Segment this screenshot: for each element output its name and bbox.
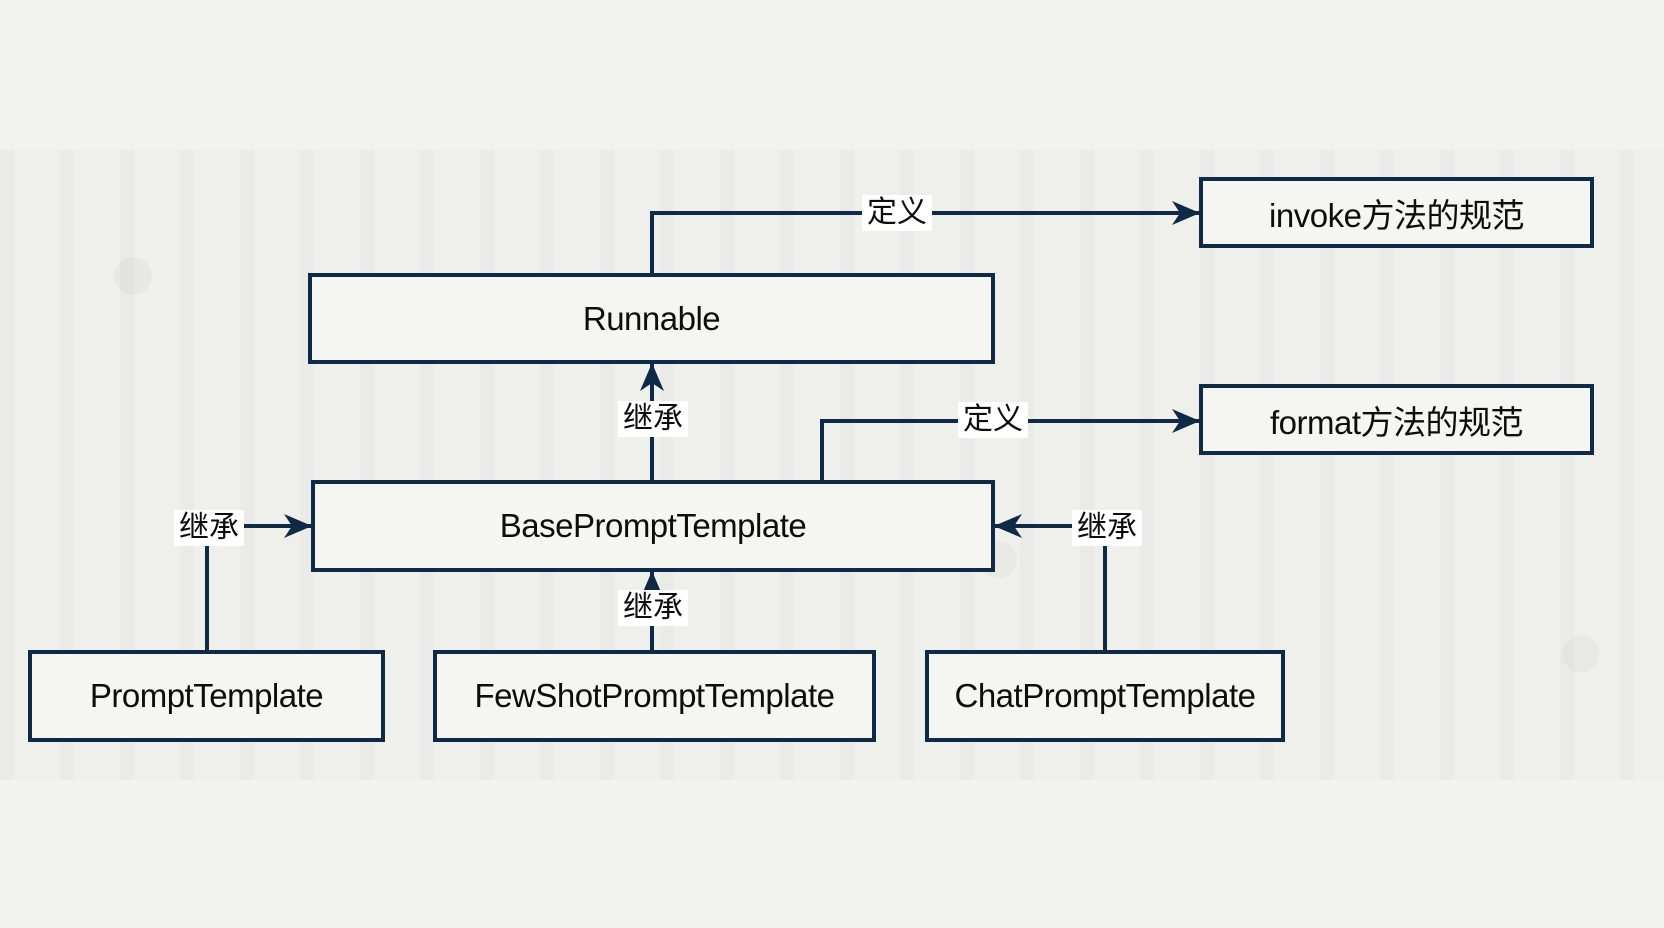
edge-label-inherit-fewshot: 继承 xyxy=(618,590,688,626)
edge-label-inherit-chat: 继承 xyxy=(1072,510,1142,546)
runnable-label: Runnable xyxy=(582,299,721,337)
invoke-spec-label: invoke方法的规范 xyxy=(1269,196,1524,234)
edge-runnable-defines-invoke xyxy=(650,201,1200,275)
base-prompt-template-label: BasePromptTemplate xyxy=(499,507,807,544)
edge-base-defines-format xyxy=(820,409,1200,482)
node-invoke-spec xyxy=(1199,177,1594,248)
few-shot-prompt-template-label: FewShotPromptTemplate xyxy=(474,677,836,714)
node-format-spec xyxy=(1199,384,1594,455)
prompt-template-label: PromptTemplate xyxy=(89,677,324,714)
node-prompt-template xyxy=(28,650,385,742)
edge-label-define-invoke: 定义 xyxy=(862,195,932,231)
edge-label-inherit-prompt: 继承 xyxy=(174,510,244,546)
edge-label-define-format: 定义 xyxy=(958,402,1028,438)
format-spec-label: format方法的规范 xyxy=(1269,403,1524,441)
chat-prompt-template-label: ChatPromptTemplate xyxy=(954,677,1256,714)
node-chat-prompt-template xyxy=(925,650,1285,742)
node-runnable xyxy=(308,273,995,364)
node-few-shot-prompt-template xyxy=(433,650,876,742)
edge-label-inherit-runnable: 继承 xyxy=(618,401,688,437)
